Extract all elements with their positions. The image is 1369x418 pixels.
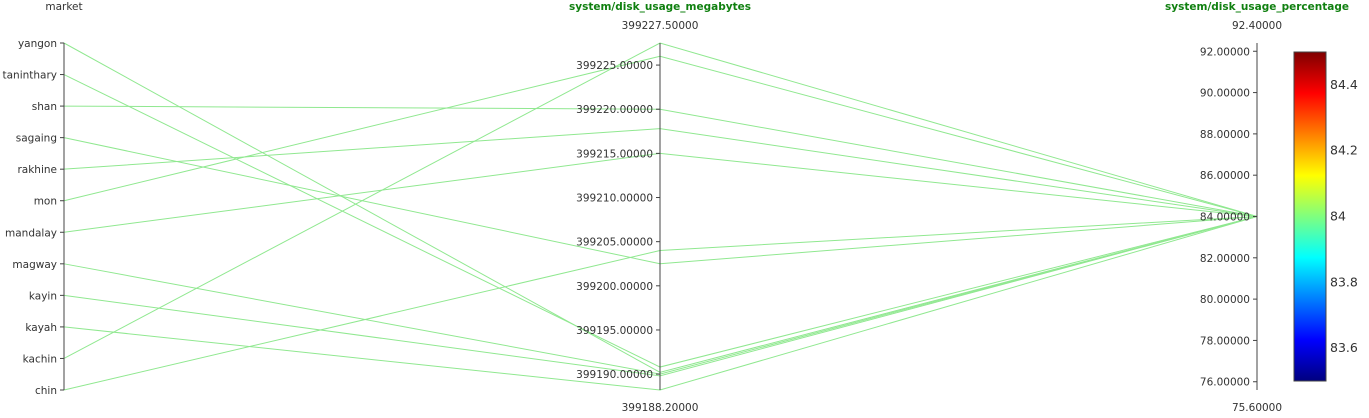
tick-label: mandalay <box>5 227 57 239</box>
colorbar-tick-label: 84 <box>1330 209 1346 224</box>
tick-label: 80.00000 <box>1200 294 1250 306</box>
tick-label: mon <box>34 196 57 208</box>
tick-label: 92.00000 <box>1200 46 1250 58</box>
tick-label: 399220.00000 <box>576 104 653 116</box>
tick-label: 399210.00000 <box>576 193 653 205</box>
tick-label: yangon <box>18 38 57 50</box>
colorbar-tick-label: 83.6 <box>1330 340 1358 355</box>
axis-range-min: 75.60000 <box>1232 402 1282 414</box>
tick-label: magway <box>12 259 57 271</box>
axis-2: system/disk_usage_percentage 76.00000 78.0… <box>1165 1 1349 414</box>
tick-label: rakhine <box>17 164 57 176</box>
colorbar-tick-label: 84.4 <box>1330 77 1358 92</box>
tick-label: 399215.00000 <box>576 148 653 160</box>
tick-label: 90.00000 <box>1200 88 1250 100</box>
tick-label: 399195.00000 <box>576 325 653 337</box>
tick-label: taninthary <box>2 70 57 82</box>
colorbar: 83.6 83.8 84 84.2 84.4 <box>1293 51 1358 382</box>
axis-range-min: 399188.20000 <box>622 402 699 414</box>
tick-label: 84.00000 <box>1200 212 1250 224</box>
axes: market yangon taninthary shan sagaing rakhine… <box>2 1 1348 414</box>
tick-label: 88.00000 <box>1200 129 1250 141</box>
axis-title: market <box>45 1 82 13</box>
tick-label: chin <box>35 385 57 397</box>
tick-label: kayin <box>29 290 57 302</box>
tick-label: kachin <box>23 353 57 365</box>
tick-label: 82.00000 <box>1200 253 1250 265</box>
colorbar-gradient <box>1293 51 1327 382</box>
colorbar-tick-label: 83.8 <box>1330 274 1358 289</box>
axis-title: system/disk_usage_megabytes <box>569 1 751 13</box>
axis-0: market yangon taninthary shan sagaing rakhine… <box>2 1 82 397</box>
tick-label: 399225.00000 <box>576 60 653 72</box>
tick-label: 76.00000 <box>1200 377 1250 389</box>
tick-label: 78.00000 <box>1200 335 1250 347</box>
tick-label: 86.00000 <box>1200 170 1250 182</box>
tick-label: 399190.00000 <box>576 369 653 381</box>
axis-range-max: 92.40000 <box>1232 20 1282 32</box>
axis-title: system/disk_usage_percentage <box>1165 1 1349 13</box>
axis-range-max: 399227.50000 <box>622 20 699 32</box>
tick-label: kayah <box>25 322 57 334</box>
tick-label: 399200.00000 <box>576 281 653 293</box>
tick-label: 399205.00000 <box>576 237 653 249</box>
tick-label: shan <box>32 101 57 113</box>
colorbar-tick-label: 84.2 <box>1330 143 1358 158</box>
tick-label: sagaing <box>16 133 57 145</box>
axis-1: system/disk_usage_megabytes 399190.00000 3… <box>569 1 751 414</box>
